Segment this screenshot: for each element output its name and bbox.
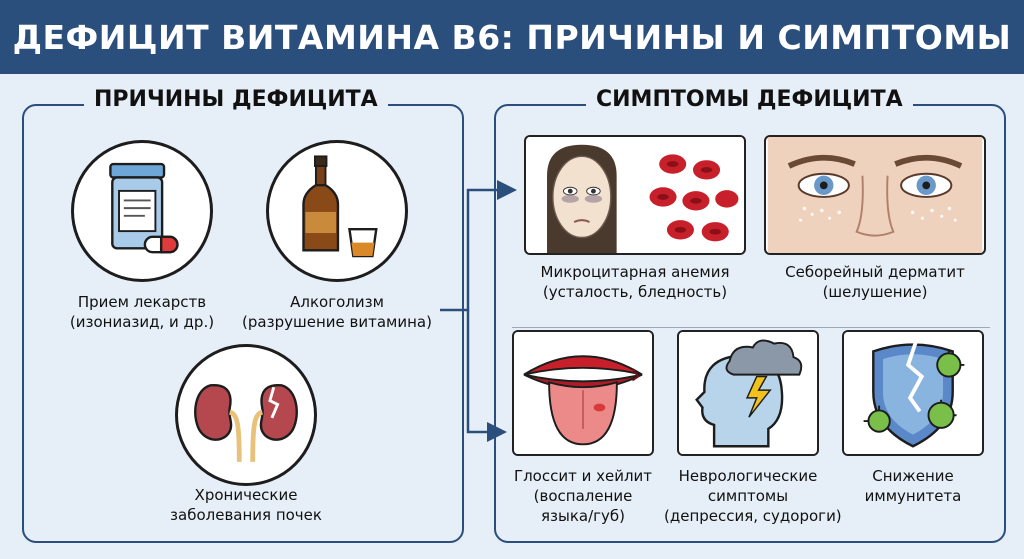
symptoms-panel: СИМПТОМЫ ДЕФИЦИТА — [494, 87, 1006, 543]
page-title: ДЕФИЦИТ ВИТАМИНА В6: ПРИЧИНЫ И СИМПТОМЫ — [12, 17, 1012, 57]
broken-shield-icon — [844, 332, 982, 454]
head-storm-icon — [679, 332, 817, 454]
anemia-card — [524, 135, 746, 255]
neurological-card — [677, 330, 819, 456]
glossitis-card — [512, 330, 654, 456]
symptom-neurological-caption: Неврологические симптомы (депрессия, суд… — [664, 467, 842, 525]
alcohol-circle — [266, 140, 408, 282]
anemia-illustration — [527, 137, 743, 253]
dermatitis-illustration — [767, 137, 983, 253]
tongue-icon — [514, 332, 652, 454]
kidney-circle — [175, 344, 317, 486]
kidney-icon — [194, 384, 298, 462]
alcohol-bottle-icon — [302, 155, 378, 258]
symptoms-divider — [512, 327, 990, 328]
immunity-card — [842, 330, 984, 456]
dermatitis-card — [764, 135, 986, 255]
cause-kidney-caption: Хронические заболевания почек — [170, 486, 322, 524]
symptom-dermatitis-caption: Себорейный дерматит (шелушение) — [785, 263, 965, 301]
medication-circle — [71, 140, 213, 282]
symptom-anemia-caption: Микроцитарная анемия (усталость, бледнос… — [540, 263, 730, 301]
header-bar: ДЕФИЦИТ ВИТАМИНА В6: ПРИЧИНЫ И СИМПТОМЫ — [0, 0, 1024, 74]
symptoms-heading: СИМПТОМЫ ДЕФИЦИТА — [586, 87, 913, 112]
causes-heading: ПРИЧИНЫ ДЕФИЦИТА — [84, 87, 388, 112]
cause-medication-caption: Прием лекарств (изониазид, и др.) — [69, 293, 215, 331]
symptom-immunity-caption: Снижение иммунитета — [864, 467, 962, 505]
symptom-glossitis-caption: Глоссит и хейлит (воспаление языка/губ) — [513, 467, 653, 525]
causes-panel: ПРИЧИНЫ ДЕФИЦИТА — [22, 87, 464, 543]
cause-alcohol-caption: Алкоголизм (разрушение витамина) — [242, 293, 432, 331]
pill-bottle-icon — [109, 162, 179, 254]
